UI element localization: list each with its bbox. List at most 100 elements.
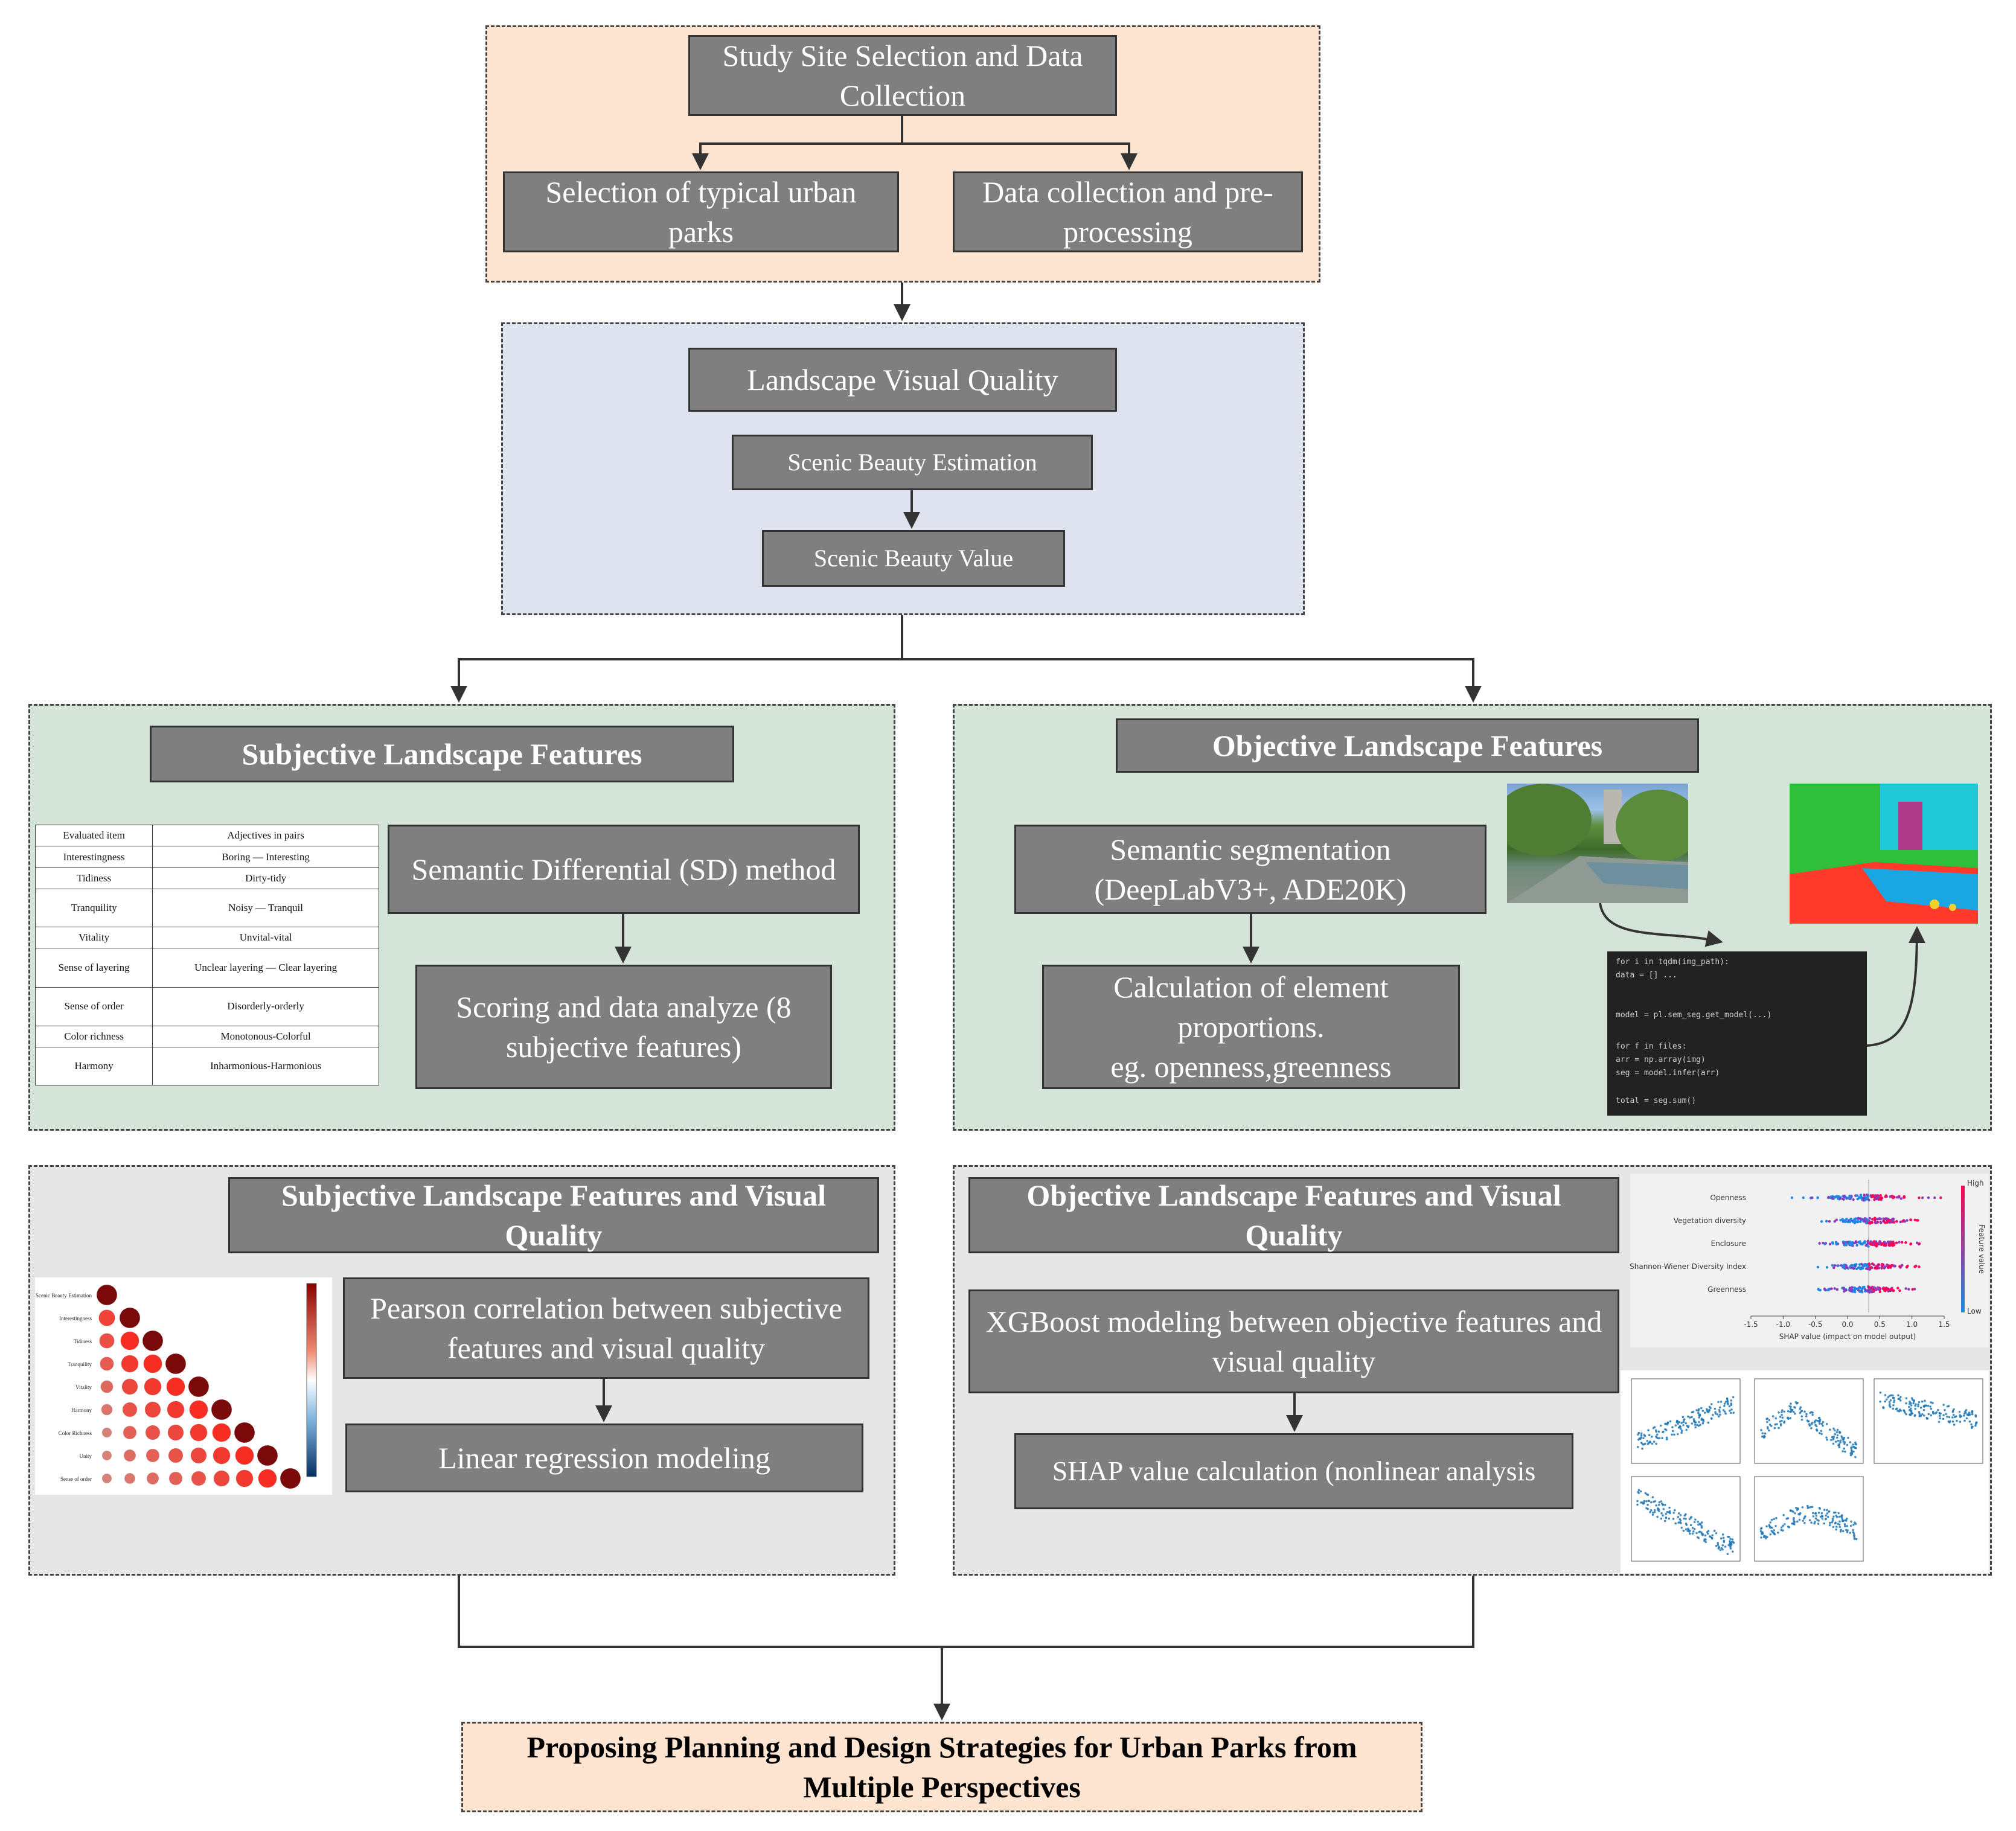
dependence-point <box>1834 1440 1837 1443</box>
dependence-point <box>1927 1404 1930 1407</box>
corr-dot <box>123 1449 136 1462</box>
dependence-point <box>1924 1399 1926 1402</box>
dependence-point <box>1712 1414 1714 1416</box>
sd-cell: Unvital-vital <box>152 926 379 949</box>
dependence-point <box>1952 1413 1955 1416</box>
dependence-point <box>1693 1521 1696 1524</box>
dependence-point <box>1649 1510 1651 1513</box>
dependence-point <box>1842 1450 1844 1452</box>
dependence-point <box>1700 1526 1703 1529</box>
dependence-point <box>1781 1416 1784 1419</box>
dependence-point <box>1680 1431 1683 1434</box>
dependence-point <box>1666 1438 1668 1440</box>
dependence-point <box>1668 1510 1671 1513</box>
shap-point <box>1842 1197 1845 1201</box>
shap-point <box>1816 1196 1819 1200</box>
shap-point <box>1864 1267 1868 1270</box>
dependence-point <box>1697 1411 1700 1414</box>
shap-point <box>1864 1198 1867 1201</box>
shap-point <box>1852 1220 1855 1224</box>
shap-point <box>1889 1264 1893 1267</box>
shap-point <box>1913 1218 1917 1222</box>
dependence-point <box>1679 1513 1682 1516</box>
dependence-point <box>1729 1411 1732 1414</box>
sd-cell: Interestingness <box>34 846 153 868</box>
dependence-point <box>1929 1405 1931 1408</box>
dependence-point <box>1714 1411 1717 1413</box>
dependence-point <box>1662 1503 1665 1506</box>
shap-point <box>1844 1220 1847 1224</box>
dependence-point <box>1650 1501 1653 1504</box>
shap-point <box>1857 1216 1860 1220</box>
dependence-point <box>1838 1446 1841 1449</box>
element-proportion-box: Calculation of element proportions. eg. … <box>1042 965 1460 1089</box>
dependence-point <box>1831 1518 1834 1520</box>
dependence-point <box>1653 1440 1656 1443</box>
corr-colorbar <box>306 1283 317 1477</box>
dependence-point <box>1726 1401 1729 1403</box>
dependence-point <box>1884 1400 1886 1403</box>
shap-point <box>1833 1220 1837 1223</box>
dependence-point <box>1974 1414 1977 1417</box>
dependence-point <box>1917 1403 1919 1406</box>
corr-dot <box>211 1399 232 1420</box>
dependence-panel-frame <box>1874 1378 1983 1464</box>
dependence-point <box>1694 1518 1697 1521</box>
dependence-point <box>1768 1419 1771 1422</box>
corr-dot <box>121 1378 138 1395</box>
shap-point <box>1835 1195 1838 1198</box>
dependence-point <box>1697 1425 1700 1427</box>
dependence-point <box>1773 1529 1776 1532</box>
dependence-point <box>1637 1431 1640 1434</box>
dependence-point <box>1766 1536 1768 1538</box>
dependence-point <box>1838 1526 1842 1529</box>
shap-point <box>1852 1198 1855 1201</box>
dependence-point <box>1676 1433 1679 1436</box>
dependence-point <box>1654 1429 1657 1432</box>
dependence-point <box>1698 1414 1701 1417</box>
dependence-point <box>1779 1424 1782 1427</box>
shap-point <box>1831 1197 1834 1200</box>
shap-point <box>1846 1266 1849 1270</box>
shap-point <box>1860 1262 1863 1266</box>
dependence-point <box>1662 1431 1664 1434</box>
dependence-point <box>1826 1512 1829 1515</box>
dependence-point <box>1854 1441 1857 1444</box>
dependence-point <box>1807 1420 1810 1423</box>
corr-dot <box>99 1333 115 1349</box>
shap-point <box>1892 1243 1896 1247</box>
shap-dependence-drawing <box>1631 1378 1983 1562</box>
shap-point <box>1868 1216 1872 1220</box>
shap-point <box>1872 1263 1875 1267</box>
subjective-features-title: Subjective Landscape Features <box>150 726 734 782</box>
dependence-point <box>1639 1490 1642 1493</box>
dependence-point <box>1714 1407 1717 1410</box>
sbv-label: Scenic Beauty Value <box>813 544 1014 572</box>
dependence-point <box>1890 1394 1893 1397</box>
corr-dot <box>119 1307 141 1329</box>
dependence-point <box>1922 1414 1925 1417</box>
shap-point <box>1867 1245 1870 1248</box>
dependence-point <box>1638 1437 1641 1440</box>
dependence-point <box>1839 1441 1842 1444</box>
dependence-point <box>1648 1440 1651 1443</box>
sd-cell: Sense of order <box>34 986 153 1027</box>
shap-dependence-plots-image <box>1621 1370 1989 1573</box>
dependence-point <box>1672 1518 1675 1520</box>
dependence-point <box>1660 1517 1663 1520</box>
shap-point <box>1790 1196 1794 1200</box>
corr-dot <box>96 1284 118 1306</box>
dependence-point <box>1732 1396 1735 1399</box>
dependence-point <box>1682 1529 1685 1532</box>
dependence-point <box>1773 1518 1776 1521</box>
dependence-point <box>1909 1413 1912 1416</box>
dependence-point <box>1679 1519 1682 1522</box>
shap-point <box>1918 1265 1921 1268</box>
dependence-point <box>1760 1536 1762 1539</box>
dependence-point <box>1704 1534 1707 1537</box>
dependence-point <box>1636 1503 1639 1506</box>
shap-label: SHAP value calculation (nonlinear analys… <box>1052 1455 1536 1486</box>
dependence-point <box>1805 1413 1808 1416</box>
dependence-point <box>1811 1411 1814 1414</box>
linear-regression-box: Linear regression modeling <box>345 1424 863 1492</box>
